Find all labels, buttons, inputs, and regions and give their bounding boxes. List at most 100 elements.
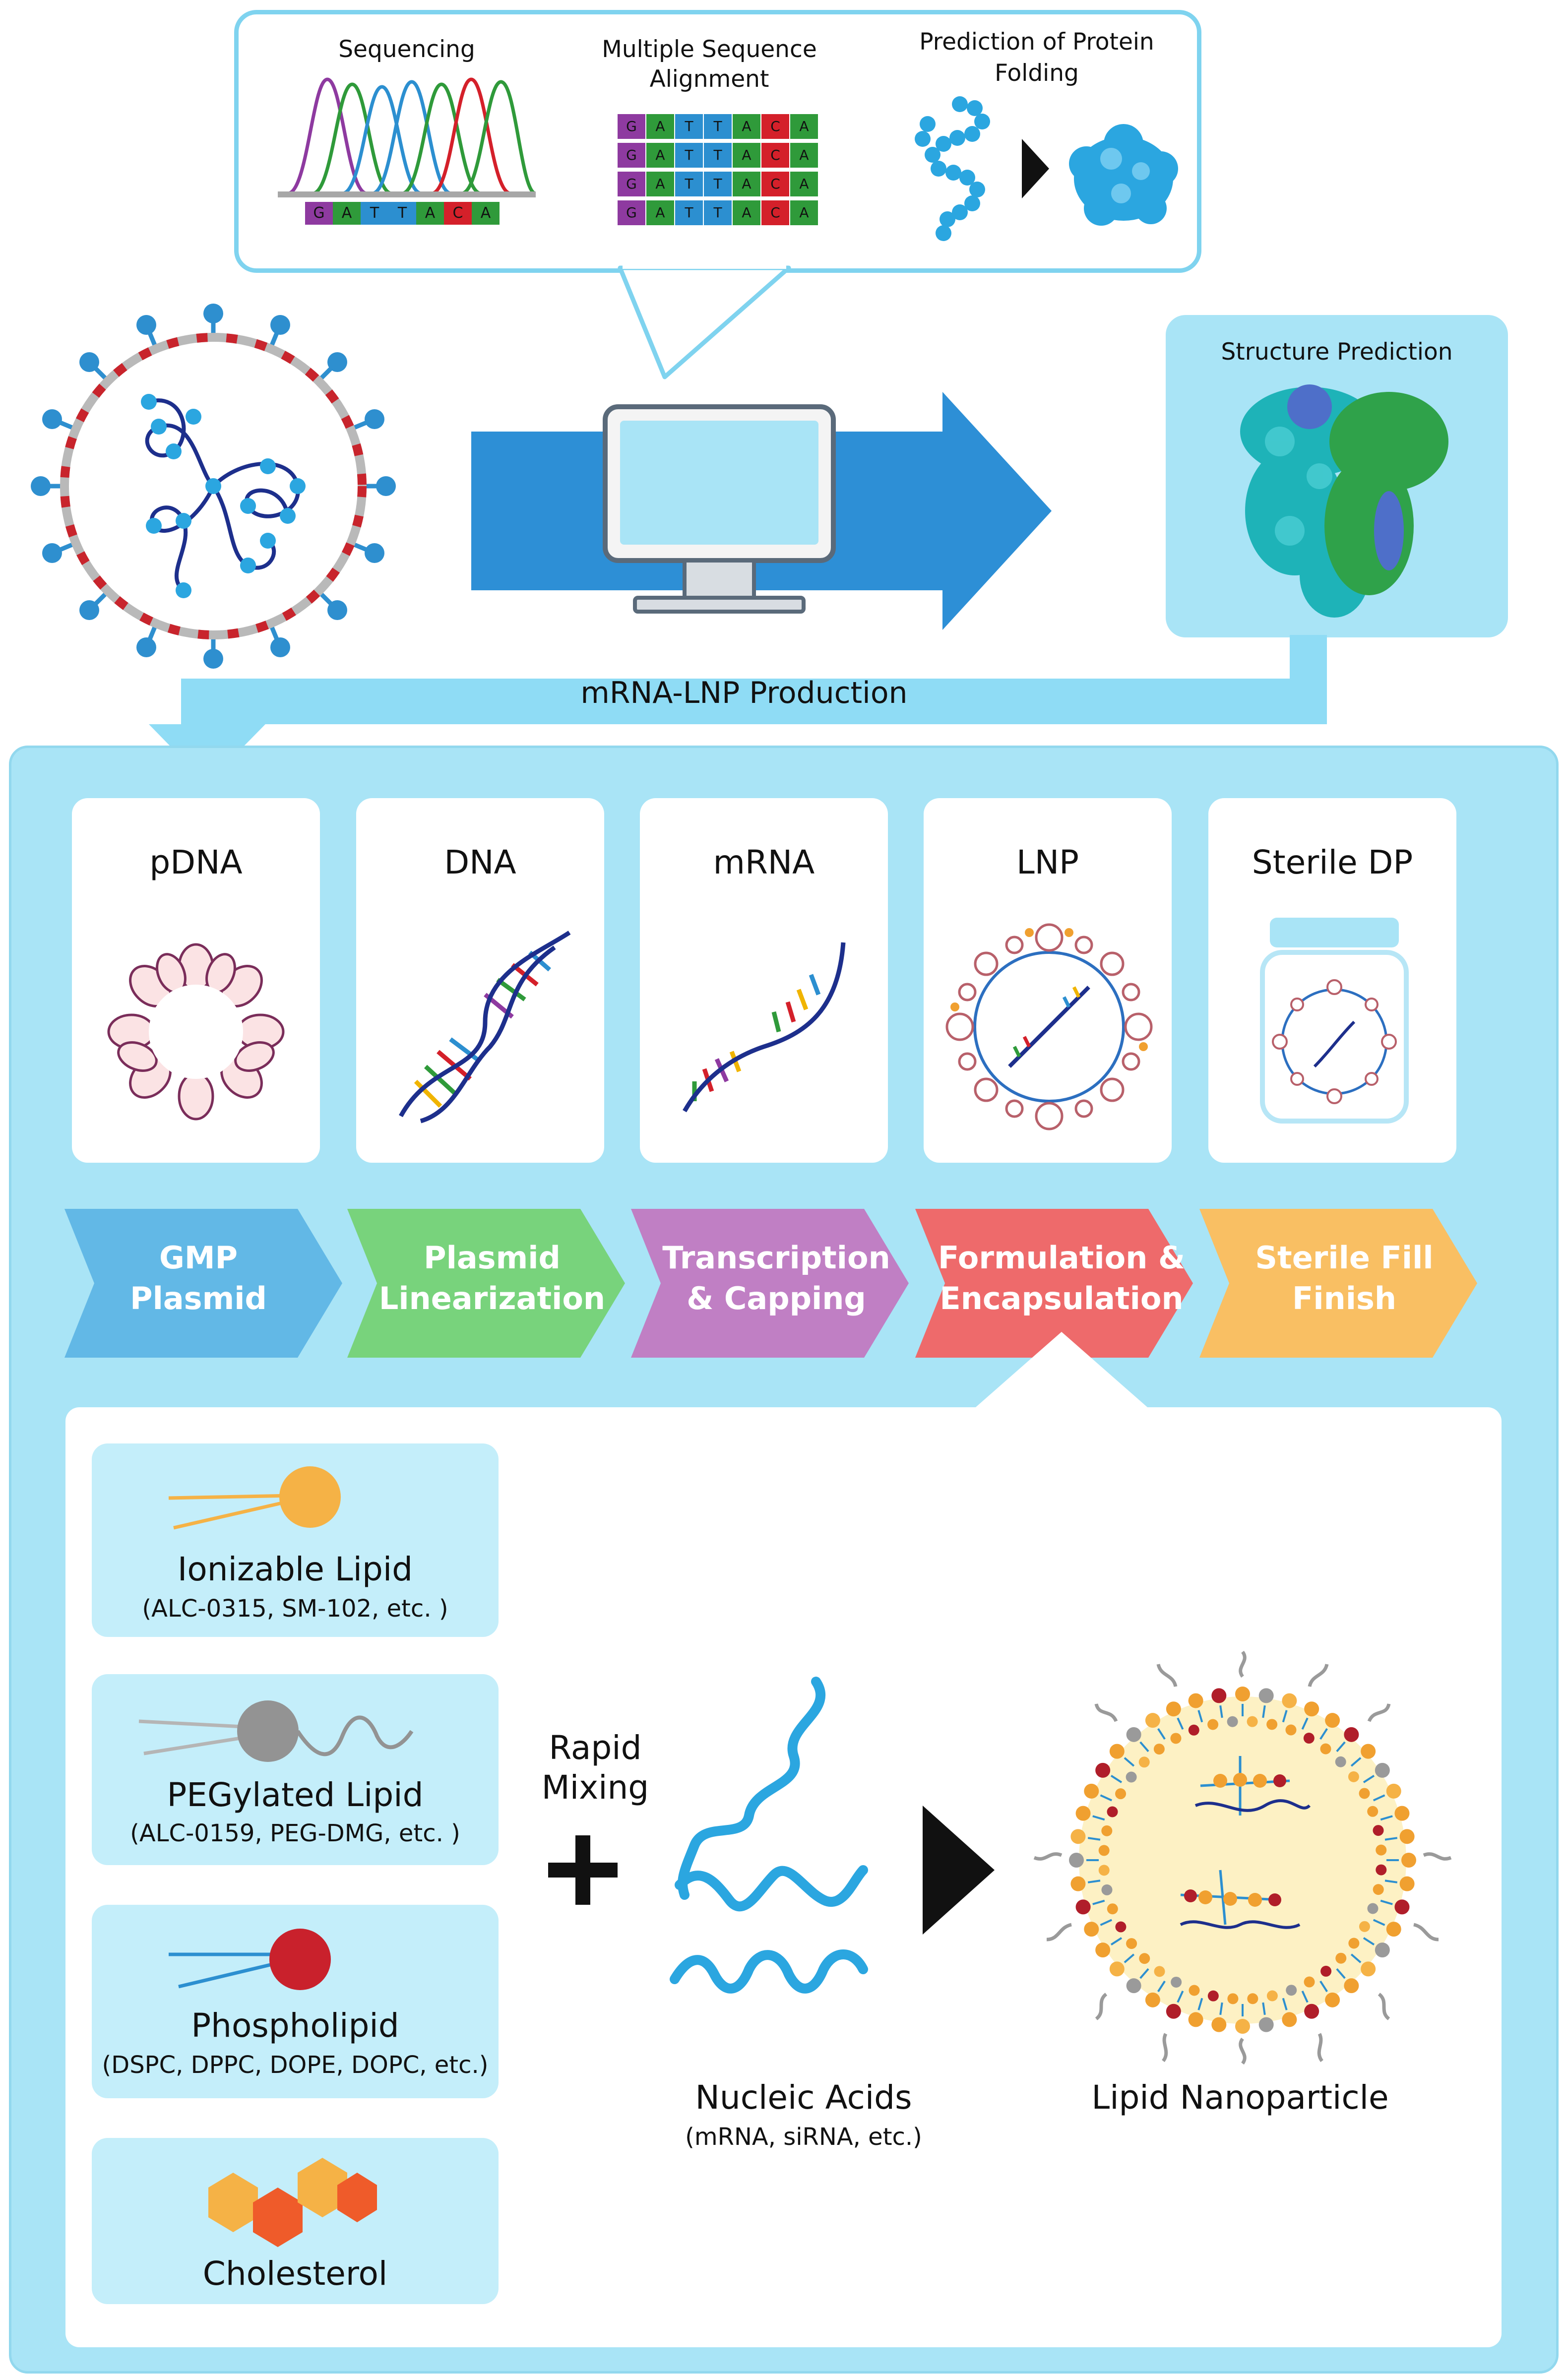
msa-cell: A [733, 143, 760, 168]
lipid-head [1359, 1921, 1370, 1932]
step-sterile-fill-finish [1199, 1209, 1477, 1358]
msa-cell: T [675, 200, 703, 225]
lipid-tail [1373, 1794, 1385, 1802]
lipid-head [1095, 1942, 1111, 1958]
msa-cell: T [704, 143, 732, 168]
lipid-head [1304, 2004, 1319, 2019]
lipid-head [1084, 1922, 1099, 1937]
lipid-head [1211, 2017, 1227, 2032]
msa-cell: A [790, 143, 818, 168]
lipid-head [1285, 1724, 1297, 1736]
lipid-head [1107, 1806, 1118, 1817]
lipid-tail [1384, 1837, 1398, 1841]
lipid-head [1399, 1829, 1415, 1844]
lipid-head [1344, 1727, 1359, 1742]
lipid-head [1098, 1865, 1110, 1876]
card-mrna [640, 798, 888, 1163]
msa-cell: C [761, 200, 789, 225]
lipid-head [1361, 1961, 1376, 1977]
base-cell: A [333, 202, 361, 225]
lipid-tail [1110, 1937, 1123, 1945]
msa-cell: A [646, 143, 674, 168]
lipid-head [1304, 1701, 1319, 1717]
nucleic-acids-icon [670, 1677, 868, 1994]
lipid-tail [1301, 1990, 1309, 2003]
lipid-head [1386, 1783, 1401, 1799]
lipid-head [1069, 1853, 1084, 1868]
msa-cell: G [618, 200, 645, 225]
lipid-tail [1219, 2002, 1223, 2015]
lipid-head [1367, 1903, 1379, 1914]
lipid-head [1139, 1953, 1150, 1964]
msa-grid: G A T T A C A G A T T A C A G A T T A C … [618, 114, 819, 229]
lipid-tail [1319, 1728, 1328, 1740]
lipid-tail [1319, 1980, 1328, 1993]
nucleic-acids-name: Nucleic Acids [695, 2078, 912, 2117]
lipid-tail [1363, 1775, 1375, 1783]
folding-title-line1: Prediction of Protein [919, 28, 1154, 56]
lipid-head [1348, 1938, 1360, 1949]
lipid-tail [1124, 1953, 1135, 1963]
lipid-tail [1124, 1757, 1135, 1767]
lipid-head [1373, 1884, 1384, 1895]
lipid-head [1227, 1716, 1238, 1727]
step-label-sterile-fill-finish: Sterile Fill Finish [1255, 1240, 1434, 1316]
lipid-head [1126, 1771, 1137, 1783]
lipid-head [1211, 1688, 1227, 1703]
ionizable-lipid-examples: (ALC-0315, SM-102, etc. ) [142, 1595, 448, 1623]
lipid-tail [1157, 1980, 1166, 1993]
lipid-head [1145, 1713, 1160, 1728]
lipid-head [1335, 1952, 1347, 1964]
lipid-tail [1219, 1705, 1223, 1718]
lipid-head [1188, 2012, 1203, 2027]
lipid-head [1075, 1899, 1091, 1915]
msa-title-line2: Alignment [649, 65, 769, 93]
msa-cell: T [704, 172, 732, 196]
folding-title-line2: Folding [995, 60, 1079, 87]
lipid-head [1344, 1978, 1359, 1994]
cholesterol-icon [208, 2158, 377, 2247]
lipid-head [1375, 1942, 1390, 1958]
lipid-tail [1262, 2002, 1266, 2015]
lipid-tail [1350, 1757, 1362, 1767]
msa-cell: A [790, 172, 818, 196]
lipid-head [1109, 1961, 1125, 1977]
lipid-head [1258, 1688, 1274, 1703]
sequencing-title: Sequencing [338, 36, 475, 63]
lipid-nanoparticle-graphic [1033, 1650, 1452, 2065]
nucleic-acids-examples: (mRNA, siRNA, etc.) [685, 2123, 922, 2151]
lipid-head [1109, 1744, 1125, 1759]
protein-chain-graphic [915, 96, 990, 241]
lipid-head [1166, 2004, 1181, 2019]
step-transcription-capping [631, 1209, 909, 1358]
msa-cell: G [618, 114, 645, 139]
lipid-head [1361, 1744, 1376, 1759]
plus-icon [548, 1835, 618, 1905]
virus-graphic [31, 304, 396, 669]
step-label-transcription-capping: Transcription & Capping [662, 1240, 890, 1316]
base-cell: T [361, 202, 388, 225]
pegylated-lipid-icon [138, 1700, 414, 1762]
step-label-gmp-plasmid: GMP Plasmid [130, 1240, 267, 1316]
msa-cell: T [675, 172, 703, 196]
lipid-head [1399, 1876, 1415, 1891]
vial-icon [1260, 918, 1409, 1124]
lipid-head [1115, 1788, 1127, 1800]
card-title-pdna: pDNA [149, 843, 243, 881]
card-dna [356, 798, 604, 1163]
lipid-head [1247, 1716, 1258, 1727]
lipid-tail [1197, 1710, 1203, 1723]
msa-cell: T [675, 114, 703, 139]
callout-pointer [618, 263, 791, 379]
msa-cell: A [790, 200, 818, 225]
lipid-head [1115, 1921, 1127, 1933]
step-formulation-encapsulation [915, 1209, 1193, 1358]
component-pegylated-lipid [92, 1674, 499, 1865]
msa-cell: G [618, 172, 645, 196]
lipid-head [1207, 1719, 1219, 1730]
msa-cell: A [733, 200, 760, 225]
lipid-head [1335, 1756, 1346, 1767]
lipid-head [1286, 1985, 1297, 1996]
lipid-tail [1087, 1837, 1101, 1841]
lipid-head [1304, 1976, 1315, 1988]
